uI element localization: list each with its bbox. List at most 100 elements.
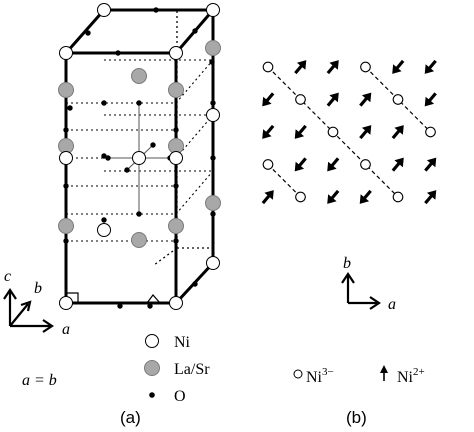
ni2-spin-arrow [359, 125, 372, 140]
axes-b [341, 272, 381, 310]
ni-atom [59, 46, 73, 60]
ni3-site [327, 126, 339, 138]
ni-atom [59, 151, 73, 165]
oxygen-atom [153, 7, 159, 13]
oxygen-atom [63, 238, 69, 244]
legend-o-label: O [174, 388, 186, 405]
ni2-spin-arrow [392, 59, 405, 74]
corner-ticks [66, 292, 161, 304]
oxygen-atom [101, 217, 107, 223]
ni2-spin-arrow [424, 59, 437, 74]
ni3-site [392, 94, 404, 105]
la-sr-atom [168, 218, 184, 234]
oxygen-atom [210, 211, 216, 217]
ni2-spin-arrow [359, 189, 372, 204]
ni2-spin-arrow [424, 92, 437, 107]
ni-atom [132, 151, 146, 165]
axis-a-arrowhead [42, 319, 54, 333]
ni-atom [59, 296, 73, 310]
ni2-spin-arrow [424, 157, 437, 172]
ni2-spin-arrow [262, 92, 275, 107]
oxygen-atom [63, 183, 69, 189]
ni2-spin-arrow [327, 157, 340, 172]
ni2-spin-arrow [326, 60, 339, 75]
oxygen-atom [117, 303, 123, 309]
axis-c-arrowhead [3, 288, 17, 300]
oxygen-atom [136, 211, 142, 217]
la-sr-atom [168, 82, 184, 98]
ni2-spin-arrow [424, 190, 437, 205]
axis-b-arrow [9, 303, 29, 327]
legend-o-symbol [149, 392, 155, 398]
ni3-site [360, 61, 371, 73]
crystal-structure-panel: c b a a = b Ni La/Sr O (a) [3, 3, 221, 427]
ni-atom [169, 151, 183, 165]
ni-atom [169, 46, 183, 60]
oxygen-atom [173, 127, 179, 133]
hidden-edges [153, 10, 213, 266]
oxygen-atom [173, 183, 179, 189]
oxygen-atom [67, 105, 73, 111]
legend-b: Ni3− Ni2+ [293, 365, 425, 386]
oxygen-atom [85, 30, 91, 36]
oxygen-atom [105, 155, 111, 161]
oxygen-atom [150, 142, 156, 148]
axis-c-label: c [4, 268, 11, 285]
ni-atom [206, 108, 220, 122]
ni3-site [262, 159, 274, 170]
oxygen-atom [147, 303, 153, 309]
oxygen-atom [209, 59, 215, 65]
axis-b-label-b: b [343, 255, 351, 272]
axes-a [3, 288, 54, 333]
legend-la-sr-label: La/Sr [174, 361, 210, 378]
lattice-equation: a = b [22, 372, 57, 389]
oxygen-atom [192, 28, 198, 34]
ni-atom [97, 223, 111, 237]
ni-atom [97, 3, 111, 17]
ni2-spin-arrow [294, 60, 307, 75]
panel-b-caption: (b) [346, 408, 367, 427]
ni3-site [360, 159, 371, 170]
ni2-spin-arrow [294, 124, 307, 139]
la-sr-atoms [58, 40, 221, 248]
axis-a-arrowhead-b [369, 296, 381, 310]
ni3-site [295, 191, 306, 203]
legend-ni3-label: Ni3− [306, 366, 334, 386]
axis-b-label: b [34, 280, 42, 297]
ni2-spin-arrow [391, 157, 404, 172]
axis-a-label-b: a [388, 296, 396, 313]
panel-a-caption: (a) [120, 408, 141, 427]
legend-ni2-label: Ni2+ [397, 366, 425, 386]
ni-atom [206, 256, 220, 270]
oxygen-atom [63, 127, 69, 133]
legend-la-sr-symbol [144, 360, 160, 376]
la-sr-atom [131, 68, 147, 84]
legend-a: Ni La/Sr O [144, 334, 210, 405]
oxygen-atom [210, 100, 216, 106]
ni2-spin-arrow [326, 92, 339, 107]
ni3-site [425, 126, 436, 138]
ni3-site [262, 61, 274, 73]
legend-ni3-symbol [293, 369, 303, 379]
la-sr-atom [58, 218, 74, 234]
stripe-lines [267, 66, 431, 198]
la-sr-atom [131, 232, 147, 248]
oxygen-atoms [63, 7, 216, 309]
ni2-spin-arrow [359, 92, 372, 107]
oxygen-atom [101, 100, 107, 106]
oxygen-atom [115, 50, 121, 56]
legend-ni-label: Ni [174, 334, 191, 351]
legend-ni-symbol [145, 334, 159, 348]
axis-b-arrowhead [20, 300, 32, 312]
oxygen-atom [210, 155, 216, 161]
la-sr-atom [58, 82, 74, 98]
oxygen-atom [101, 153, 107, 159]
axis-b-arrowhead-b [341, 272, 355, 284]
axis-a-label: a [62, 321, 70, 338]
ni3-site [295, 94, 306, 105]
oxygen-atom [124, 167, 130, 173]
ni-atom [206, 3, 220, 17]
oxygen-atom [136, 100, 142, 106]
ni-atom [169, 296, 183, 310]
